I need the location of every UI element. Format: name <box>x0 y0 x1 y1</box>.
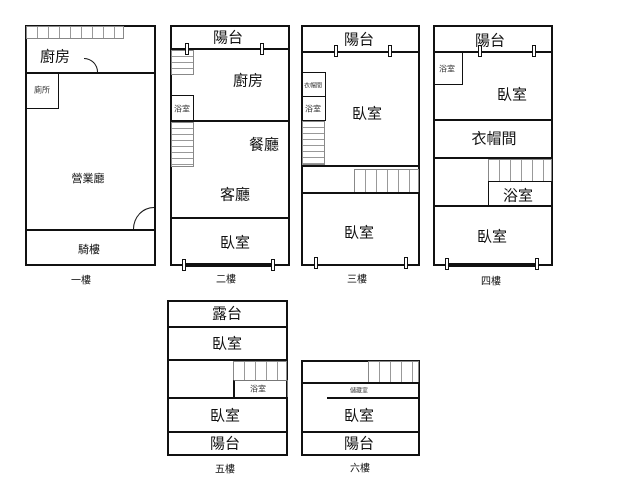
window-post <box>388 45 392 57</box>
room-label: 浴室 <box>250 384 266 394</box>
room-label: 廁所 <box>34 85 50 95</box>
window-post <box>478 45 482 57</box>
floor-caption: 六樓 <box>350 463 370 475</box>
staircase <box>368 361 419 383</box>
floor-caption: 四樓 <box>481 276 501 288</box>
room-label: 衣帽間 <box>471 129 517 148</box>
room-label: 衣帽間 <box>303 82 323 90</box>
window <box>447 263 539 267</box>
wall <box>170 120 290 122</box>
room-label: 廚房 <box>39 47 71 66</box>
wall <box>301 165 420 167</box>
room-label: 臥室 <box>351 104 383 123</box>
room-toilet <box>25 72 59 109</box>
staircase <box>26 26 124 39</box>
wall <box>301 431 420 433</box>
room-label: 臥室 <box>219 233 251 252</box>
window-post <box>535 258 539 270</box>
room-label: 廚房 <box>232 71 264 90</box>
wall <box>433 51 553 53</box>
room-label: 臥室 <box>476 227 508 246</box>
room-label: 臥室 <box>211 334 243 353</box>
window-post <box>185 43 189 55</box>
floor-5-plan <box>167 300 288 456</box>
room-bathroom <box>301 96 326 121</box>
room-label: 陽台 <box>343 434 375 453</box>
room-label: 營業廳 <box>71 172 105 185</box>
floor-caption: 一樓 <box>71 275 91 287</box>
window-post <box>404 257 408 269</box>
room-label: 陽台 <box>209 434 241 453</box>
wall <box>167 431 288 433</box>
floor-caption: 三樓 <box>347 274 367 286</box>
wall <box>433 119 553 121</box>
floor-caption: 二樓 <box>216 274 236 286</box>
wall <box>301 192 420 194</box>
room-label: 臥室 <box>496 85 528 104</box>
window-post <box>314 257 318 269</box>
room-label: 餐廳 <box>248 135 280 154</box>
staircase <box>171 50 194 75</box>
room-label: 臥室 <box>209 406 241 425</box>
window-post <box>532 45 536 57</box>
wall <box>433 205 553 207</box>
floor-6-plan <box>301 360 420 456</box>
wall <box>170 217 290 219</box>
floor-caption: 五樓 <box>215 464 235 476</box>
wall <box>25 72 156 74</box>
staircase <box>488 159 552 182</box>
room-bathroom <box>433 51 463 85</box>
room-label: 浴室 <box>502 186 534 205</box>
staircase <box>233 361 287 381</box>
wall <box>167 359 288 361</box>
wall <box>301 51 420 53</box>
window-post <box>260 43 264 55</box>
window <box>183 263 275 267</box>
room-label: 浴室 <box>174 104 190 114</box>
room-label: 騎樓 <box>78 243 100 256</box>
wall <box>25 229 156 231</box>
wall <box>301 382 420 384</box>
window-post <box>445 258 449 270</box>
room-label: 儲藏室 <box>349 387 369 395</box>
room-label: 客廳 <box>219 185 251 204</box>
wall <box>167 326 288 328</box>
room-label: 臥室 <box>343 223 375 242</box>
wall <box>433 157 553 159</box>
wall <box>170 48 290 50</box>
room-label: 浴室 <box>439 64 455 74</box>
room-label: 陽台 <box>212 28 244 47</box>
staircase <box>354 169 419 193</box>
room-label: 陽台 <box>474 31 506 50</box>
staircase <box>302 121 325 165</box>
window-post <box>271 259 275 271</box>
room-label: 陽台 <box>343 30 375 49</box>
room-label: 臥室 <box>343 406 375 425</box>
room-label: 浴室 <box>305 104 321 114</box>
wall <box>327 397 420 399</box>
window-post <box>334 45 338 57</box>
staircase <box>171 122 194 167</box>
wall <box>167 397 288 399</box>
room-label: 露台 <box>211 304 243 323</box>
window-post <box>182 259 186 271</box>
